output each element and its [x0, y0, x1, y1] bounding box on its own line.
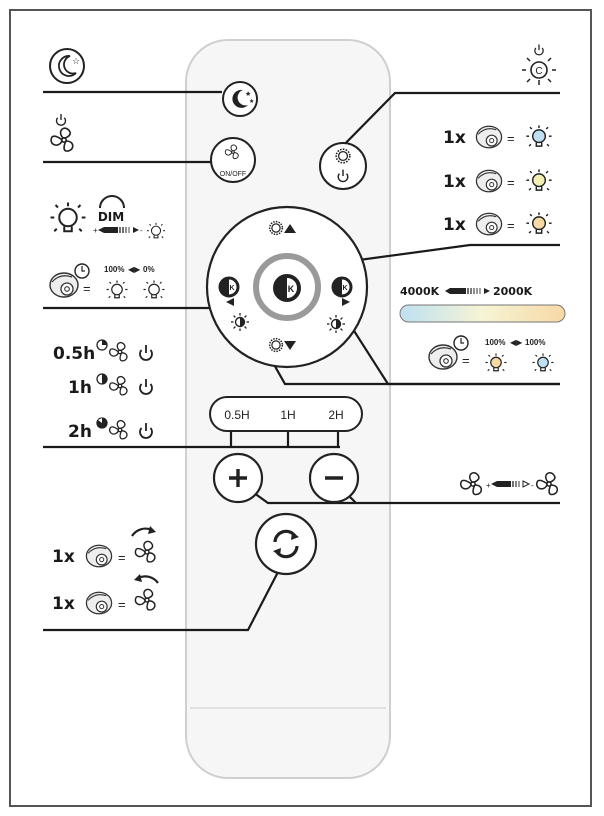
fan-forward-legend: 1x =	[52, 526, 156, 568]
sleep-button[interactable]: ★ ★	[222, 81, 258, 117]
cct-warm-label: 2000K	[493, 285, 533, 298]
svg-text:-: -	[140, 226, 143, 235]
fan-power-button[interactable]: ON/OFF	[210, 137, 256, 183]
fan-speed-legend: + -	[459, 472, 559, 496]
svg-text:=: =	[118, 597, 126, 612]
light-power-legend-icon: C	[522, 43, 556, 85]
timer-1h-button[interactable]: 1H	[280, 408, 295, 422]
dim-label: DIM	[98, 210, 124, 224]
dim-gradient-bar	[98, 227, 139, 233]
svg-text:1x: 1x	[52, 594, 75, 614]
svg-text:-: -	[531, 481, 534, 490]
hold-cct-legend: = 100% ◀▶ 100%	[428, 335, 555, 372]
svg-text:=: =	[507, 131, 515, 146]
speed-minus-button[interactable]	[308, 452, 360, 504]
fan-power-legend-icon	[50, 113, 74, 152]
svg-text:=: =	[118, 550, 126, 565]
brightness-down-button[interactable]	[268, 337, 296, 353]
cycle-neutral-legend: 1x =	[443, 168, 553, 193]
timer-legend-1h: 1h	[68, 373, 153, 398]
svg-text:100%: 100%	[525, 338, 545, 347]
svg-text:=: =	[507, 175, 515, 190]
svg-text:1h: 1h	[68, 378, 92, 398]
brightness-up-button[interactable]	[268, 220, 296, 236]
fan-reverse-legend: 1x =	[52, 574, 159, 615]
svg-text:=: =	[462, 353, 470, 368]
pct-min-label: 0%	[143, 265, 155, 274]
cct-right-k: K	[342, 285, 347, 292]
svg-text:☆: ☆	[72, 56, 80, 66]
svg-text:1x: 1x	[443, 172, 466, 192]
timer-button-group: 0.5H 1H 2H	[209, 396, 363, 432]
fan-button-label: ON/OFF	[220, 171, 246, 178]
svg-text:1x: 1x	[52, 547, 75, 567]
svg-text:C: C	[535, 66, 542, 77]
cct-cool-label: 4000K	[400, 285, 440, 298]
dimming-legend: DIM + -	[49, 195, 166, 239]
svg-text:1x: 1x	[443, 128, 466, 148]
equals-sign: =	[83, 281, 91, 296]
pct-max-label: 100%	[104, 265, 124, 274]
diagram-frame	[9, 9, 592, 807]
svg-text:◀▶: ◀▶	[510, 338, 523, 347]
hold-dimming-legend: = 100% ◀▶ 0%	[49, 263, 166, 299]
cct-scale-legend: 4000K 2000K	[399, 285, 566, 323]
svg-text:+: +	[93, 226, 98, 235]
timer-legend-2h: 2h	[68, 417, 153, 442]
timer-legend-0-5h: 0.5h	[53, 339, 153, 364]
svg-text:2h: 2h	[68, 422, 92, 442]
sleep-mode-icon: ☆	[49, 48, 85, 84]
svg-text:1x: 1x	[443, 215, 466, 235]
speed-plus-button[interactable]	[212, 452, 264, 504]
svg-text:★: ★	[249, 98, 254, 105]
cycle-warm-legend: 1x =	[443, 211, 553, 236]
cct-center-button[interactable]: K	[273, 274, 301, 302]
cycle-cool-legend: 1x =	[443, 124, 553, 149]
svg-text:0.5h: 0.5h	[53, 344, 95, 364]
cct-gradient-bar	[399, 304, 566, 323]
svg-text:100%: 100%	[485, 338, 505, 347]
svg-text:=: =	[507, 218, 515, 233]
cct-left-button[interactable]: K	[218, 276, 249, 331]
cct-left-k: K	[229, 285, 234, 292]
cct-right-button[interactable]: K	[327, 276, 353, 333]
svg-text:+: +	[486, 481, 491, 490]
svg-text:★: ★	[245, 90, 251, 98]
timer-0-5h-button[interactable]: 0.5H	[224, 408, 249, 422]
reverse-button[interactable]	[254, 512, 318, 576]
timer-2h-button[interactable]: 2H	[328, 408, 343, 422]
cct-center-k: K	[288, 284, 295, 294]
svg-text:◀▶: ◀▶	[128, 265, 141, 274]
light-power-button[interactable]	[319, 142, 367, 190]
